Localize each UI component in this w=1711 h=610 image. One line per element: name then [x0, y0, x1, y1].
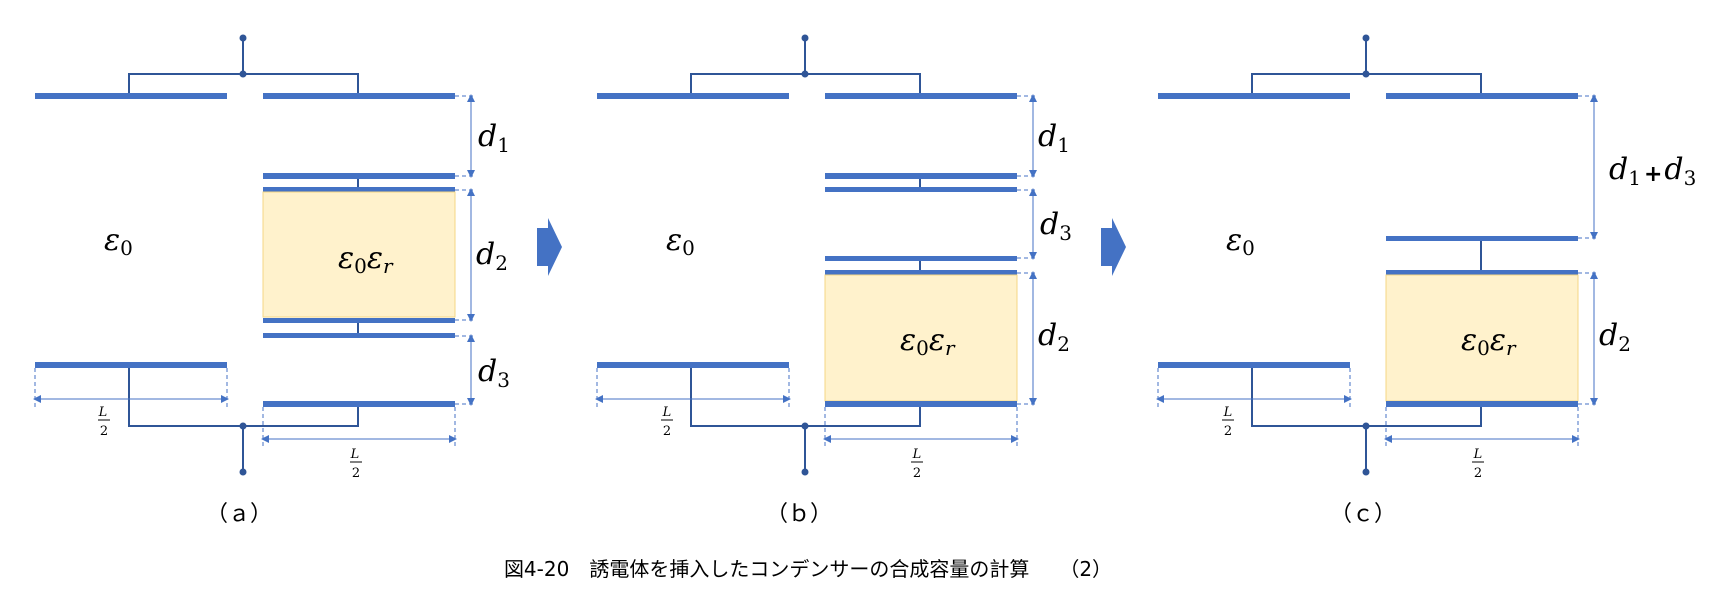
svg-text:2: 2 — [100, 424, 108, 439]
svg-text:L: L — [1223, 405, 1233, 420]
label-d1: d1 — [1038, 119, 1070, 157]
svg-text:L: L — [350, 447, 360, 462]
terminal-bottom — [1362, 468, 1370, 476]
label-eps0: ε0 — [666, 223, 695, 260]
label-left-half: L 2 — [1222, 405, 1234, 439]
plate-d3-bottom — [825, 256, 1017, 261]
svg-text:L: L — [662, 405, 672, 420]
terminal-top — [239, 34, 247, 42]
bottom-right-plate — [1386, 401, 1578, 407]
label-d2: d2 — [476, 237, 508, 275]
label-d2: d2 — [1599, 318, 1631, 356]
svg-text:2: 2 — [663, 424, 671, 439]
dielectric-top-plate — [1386, 270, 1578, 275]
svg-text:L: L — [912, 447, 922, 462]
label-d2: d2 — [1038, 318, 1070, 356]
bottom-left-plate — [1158, 362, 1350, 368]
top-left-plate — [1158, 93, 1350, 99]
top-right-plate — [1386, 93, 1578, 99]
bottom-left-plate — [35, 362, 227, 368]
arrow-a-to-b-icon — [537, 218, 562, 276]
top-right-plate — [825, 93, 1017, 99]
plate-d1-bottom — [825, 173, 1017, 179]
top-bus-wire — [1251, 73, 1482, 96]
label-eps0-epsr: ε0εr — [1461, 323, 1517, 360]
dielectric-top-plate — [263, 187, 455, 192]
label-left-half: L 2 — [98, 405, 110, 439]
bottom-right-plate — [263, 401, 455, 407]
bottom-bus-wire — [128, 368, 359, 427]
top-bus-wire — [690, 73, 921, 96]
svg-text:L: L — [98, 405, 108, 420]
panel-c: ε0 ε0εr d1+d3 d2 L 2 L 2 （ｃ） — [1156, 34, 1696, 527]
label-right-half: L 2 — [350, 447, 362, 481]
label-right-half: L 2 — [1472, 447, 1484, 481]
dielectric-bottom-plate — [263, 318, 455, 323]
arrow-b-to-c-icon — [1101, 218, 1126, 276]
panel-b-label: （ｂ） — [766, 502, 832, 527]
plate-d3-top — [263, 333, 455, 338]
label-d3: d3 — [478, 354, 510, 392]
dielectric-block — [1385, 274, 1579, 402]
svg-text:2: 2 — [1224, 424, 1232, 439]
dielectric-block — [262, 191, 456, 318]
label-eps0: ε0 — [1226, 223, 1255, 260]
top-left-plate — [597, 93, 789, 99]
label-eps0-epsr: ε0εr — [338, 241, 394, 278]
bottom-left-plate — [597, 362, 789, 368]
svg-text:2: 2 — [1474, 466, 1482, 481]
plate-gap-bottom — [1386, 236, 1578, 241]
label-right-half: L 2 — [911, 447, 923, 481]
terminal-bottom — [239, 468, 247, 476]
label-eps0: ε0 — [104, 223, 133, 260]
top-left-plate — [35, 93, 227, 99]
bottom-right-plate — [825, 401, 1017, 407]
label-eps0-epsr: ε0εr — [900, 323, 956, 360]
svg-text:2: 2 — [913, 466, 921, 481]
svg-text:2: 2 — [352, 466, 360, 481]
label-d1-plus-d3: d1+d3 — [1609, 152, 1696, 190]
top-right-plate — [263, 93, 455, 99]
dielectric-block — [824, 274, 1018, 402]
panel-b: ε0 ε0εr d1 d3 d2 L 2 L 2 （ｂ） — [595, 34, 1072, 527]
panel-a: ε0 ε0εr d1 d2 d3 L 2 L 2 （ａ） — [33, 34, 510, 527]
terminal-top — [1362, 34, 1370, 42]
plate-d3-top — [825, 187, 1017, 192]
dielectric-top-plate — [825, 270, 1017, 275]
label-d1: d1 — [478, 119, 510, 157]
terminal-bottom — [801, 468, 809, 476]
label-d3: d3 — [1040, 207, 1072, 245]
label-left-half: L 2 — [661, 405, 673, 439]
terminal-top — [801, 34, 809, 42]
figure-caption: 図4-20 誘電体を挿入したコンデンサーの合成容量の計算 （2） — [504, 557, 1112, 581]
panel-c-label: （ｃ） — [1330, 502, 1396, 527]
panel-a-label: （ａ） — [206, 502, 272, 527]
plate-d1-bottom — [263, 173, 455, 179]
top-bus-wire — [128, 73, 359, 96]
svg-text:L: L — [1473, 447, 1483, 462]
